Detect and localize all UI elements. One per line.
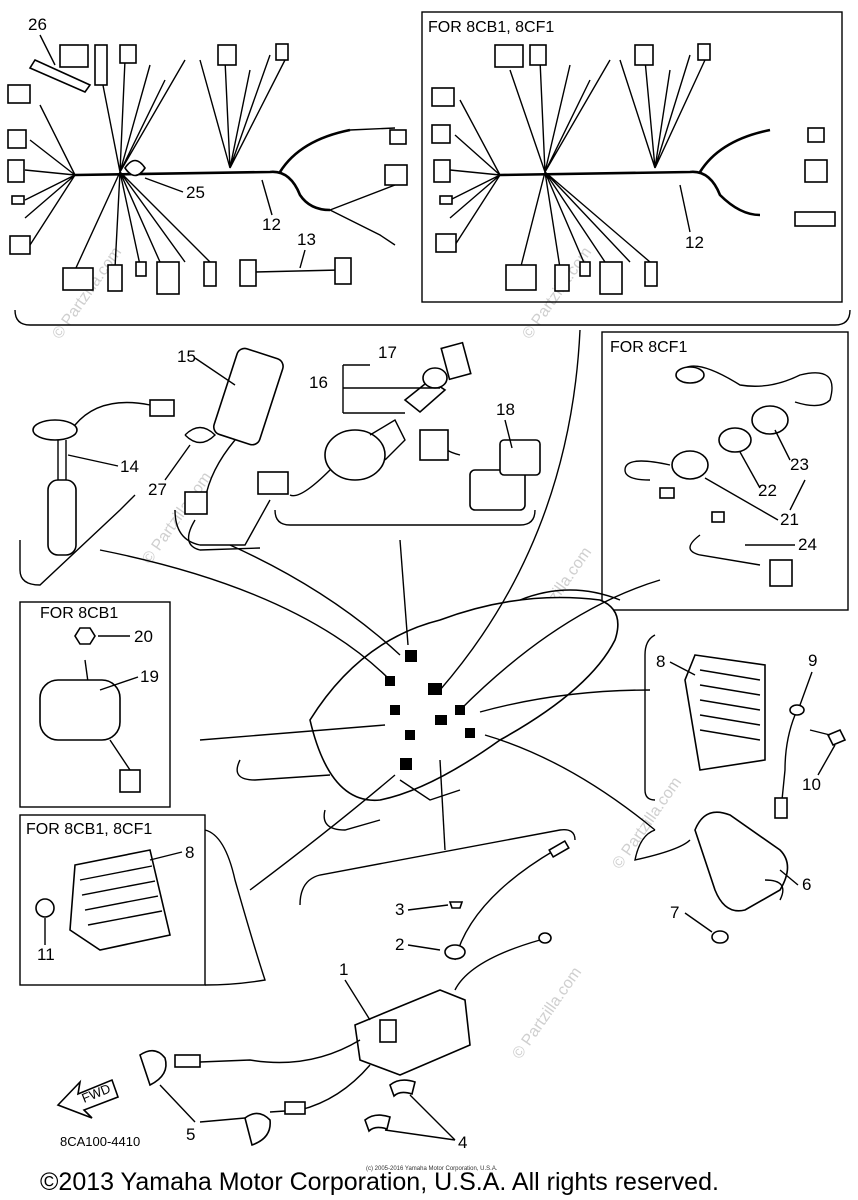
callout-8: 8 (656, 652, 665, 671)
callout-7: 7 (670, 903, 679, 922)
callout-2: 2 (395, 935, 404, 954)
callout-17: 17 (378, 343, 397, 362)
callout-26: 26 (28, 15, 47, 34)
callout-23: 23 (790, 455, 809, 474)
callout-18: 18 (496, 400, 515, 419)
callout-12: 12 (262, 215, 281, 234)
callout-14: 14 (120, 457, 139, 476)
watermark: © Partzilla.com (519, 244, 595, 342)
callout-4: 4 (458, 1133, 467, 1152)
inset-starter-alt: FOR 8CB1 (19, 601, 171, 808)
diagram-code: 8CA100-4410 (60, 1134, 140, 1149)
ignition-coil-icon (139, 829, 576, 1147)
callout-22: 22 (758, 481, 777, 500)
watermark: © Partzilla.com (49, 244, 125, 342)
callout-6: 6 (802, 875, 811, 894)
inset-title: FOR 8CB1, 8CF1 (26, 821, 152, 838)
callout-9: 9 (808, 651, 817, 670)
cdi-unit-icon (634, 811, 789, 944)
callout-24: 24 (798, 535, 817, 554)
copyright: ©2013 Yamaha Motor Corporation, U.S.A. A… (40, 1168, 719, 1196)
inset-title: FOR 8CB1, 8CF1 (428, 19, 554, 36)
callout-16: 16 (309, 373, 328, 392)
leader-lines (99, 329, 661, 891)
callout-19: 19 (140, 667, 159, 686)
callout-10: 10 (802, 775, 821, 794)
callout-8b: 8 (185, 843, 194, 862)
group-bracket (14, 309, 851, 326)
inset-title: FOR 8CF1 (610, 339, 687, 356)
callout-20: 20 (134, 627, 153, 646)
callout-15: 15 (177, 347, 196, 366)
callout-1: 1 (339, 960, 348, 979)
small-notice: (c) 2005-2016 Yamaha Motor Corporation, … (366, 1166, 498, 1172)
callout-3: 3 (395, 900, 404, 919)
callout-11: 11 (37, 945, 55, 964)
callout-5: 5 (186, 1125, 195, 1144)
callout-21: 21 (780, 510, 799, 529)
key-icon (342, 341, 472, 414)
inset-title: FOR 8CB1 (40, 605, 118, 622)
sender-unit-icon (19, 399, 175, 586)
snowmobile-icon (236, 589, 621, 831)
part-callouts: 1 2 3 4 5 6 7 8 8 9 10 11 12 12 13 14 15… (28, 15, 836, 1152)
watermark: © Partzilla.com (509, 964, 585, 1062)
inset-rectifier-alt: FOR 8CB1, 8CF1 (19, 814, 266, 986)
harness-icon (7, 43, 408, 295)
callout-25: 25 (186, 183, 205, 202)
callout-13: 13 (297, 230, 316, 249)
rectifier-icon (644, 634, 847, 819)
fwd-arrow-icon: FWD (56, 1078, 120, 1119)
inset-harness-alt: FOR 8CB1, 8CF1 (421, 11, 843, 303)
inset-switch-alt: FOR 8CF1 (601, 331, 849, 611)
callout-27: 27 (148, 480, 167, 499)
starter-relay-icon (419, 429, 541, 511)
main-switch-icon (257, 419, 536, 526)
fuse-icon (174, 347, 284, 546)
callout-12b: 12 (685, 233, 704, 252)
